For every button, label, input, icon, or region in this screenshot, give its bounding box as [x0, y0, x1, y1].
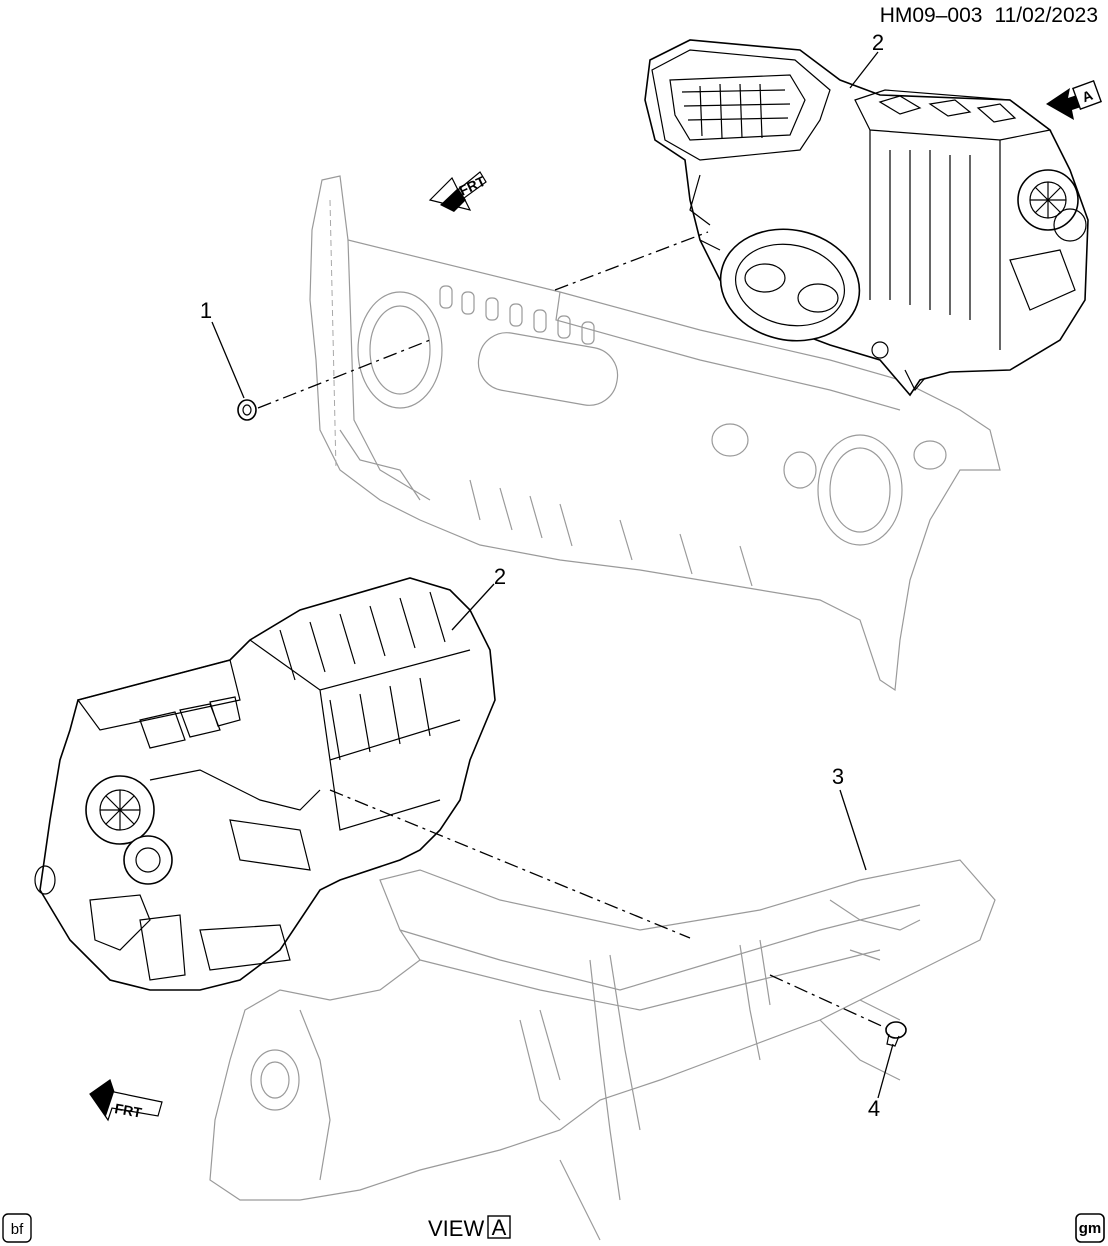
svg-text:A: A — [492, 1215, 507, 1240]
dash-line-module-upper — [554, 231, 709, 291]
dash-line-bolt — [769, 974, 887, 1029]
bf-badge: bf — [2, 1213, 32, 1243]
dash-line-nut — [257, 339, 431, 409]
callout-2-lower: 2 — [494, 564, 506, 589]
hvac-module-upper — [644, 39, 1089, 397]
dash-panel-ghost — [309, 175, 1001, 692]
view-a-label: VIEW A — [428, 1215, 511, 1241]
callout-4: 4 — [868, 1096, 880, 1121]
svg-text:VIEW: VIEW — [428, 1216, 484, 1241]
svg-text:FRT: FRT — [457, 173, 489, 199]
dash-line-module-lower — [329, 789, 691, 939]
front-direction-arrow-upper: FRT — [428, 171, 489, 212]
callout-2-upper: 2 — [872, 30, 884, 55]
leader-2-upper — [849, 51, 879, 89]
leader-2-lower — [451, 583, 495, 631]
front-direction-arrow-lower: FRT — [89, 1079, 163, 1122]
svg-text:bf: bf — [11, 1221, 24, 1238]
svg-text:FRT: FRT — [113, 1100, 143, 1121]
callout-1: 1 — [200, 298, 212, 323]
leader-4 — [877, 1043, 894, 1099]
cross-car-beam-ghost — [209, 859, 996, 1241]
leader-1 — [211, 321, 245, 399]
callout-3: 3 — [832, 764, 844, 789]
svg-text:gm: gm — [1079, 1220, 1102, 1237]
nut-part-1 — [237, 399, 257, 421]
leader-3 — [839, 789, 867, 871]
gm-logo-icon: gm — [1075, 1213, 1105, 1243]
hvac-module-lower — [34, 577, 496, 991]
bolt-part-4 — [885, 1021, 907, 1047]
view-a-arrow: A — [1046, 80, 1102, 120]
